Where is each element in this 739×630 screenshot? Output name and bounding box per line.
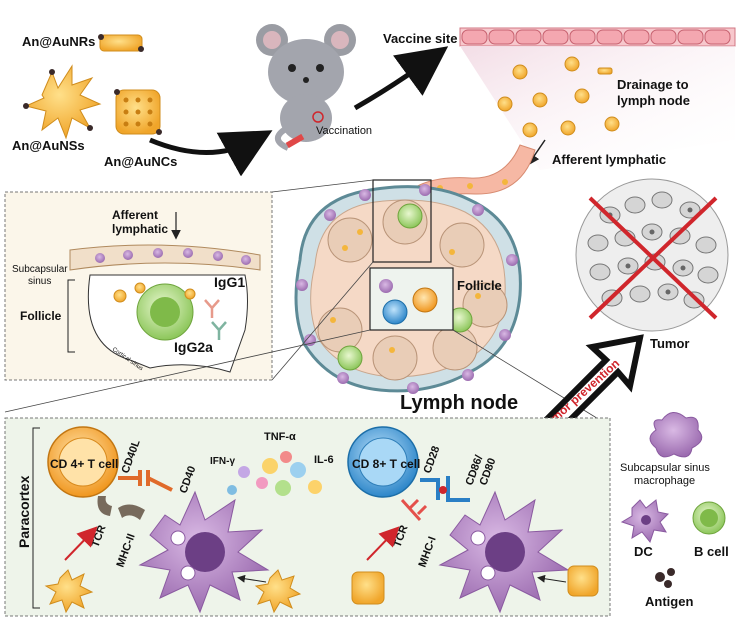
cd28-cd86-pair [420,476,470,502]
legend-bcell-label: B cell [694,544,729,559]
zoom-box-top [372,179,432,263]
antigen-particle-right [351,571,385,605]
vaccine-site-label: Vaccine site [383,31,457,46]
nanostar-label: An@AuNSs [12,138,85,153]
zoom-box-center [369,267,454,331]
subcapsular-label-line2: sinus [28,276,51,287]
igg2a-label: IgG2a [174,339,213,355]
cd40-cd40l-pair [118,470,173,492]
gold-nanorod-particle [98,34,144,52]
drainage-label-line1: Drainage to [617,77,689,92]
dendritic-cell-left [138,490,270,614]
vaccination-label: Vaccination [316,125,372,137]
drainage-label-line2: lymph node [617,93,690,108]
drainage-fade [460,46,735,170]
cd4-label: CD 4+ T cell [50,457,118,471]
vaccination-site-marker [312,111,324,123]
dendritic-cell-right [438,490,570,614]
lymph-follicle-label: Follicle [457,278,502,293]
subcapsular-sinus-band [69,244,261,271]
red-arrow-right [366,526,400,561]
cd8-label: CD 8+ T cell [352,457,420,471]
gold-nanocage-particle [114,89,162,135]
cytokine-bubbles [227,451,322,496]
il6-label: IL-6 [314,454,334,466]
nanocage-label: An@AuNCs [104,154,177,169]
subcapsular-label-line1: Subcapsular [12,264,68,275]
inset-antigen-particles [113,282,196,303]
uptake-arrow-right [537,574,567,583]
inset-afferent-line2: lymphatic [112,222,168,236]
inset-macrophages [95,248,251,265]
gold-nanostar-particle [23,64,102,140]
cd4-t-cell-nucleus [58,437,108,487]
legend-macrophage-line2: macrophage [634,475,695,487]
ifn-label: IFN-γ [210,456,235,467]
antigen-particle-left [44,569,94,614]
tnf-label: TNF-α [264,431,296,443]
uptake-arrow-left [237,574,267,583]
igg1-label: IgG1 [214,274,245,290]
tumor-red-x [588,196,718,320]
arrow-to-vaccine-site [353,46,449,111]
center-cd4-cell [412,287,438,313]
antibody-icons [204,299,227,340]
cd8-t-cell-nucleus [358,437,408,487]
legend-dc-icon [620,499,670,544]
arrow-to-mouse [149,130,273,177]
legend-macrophage-icon [649,412,703,458]
paracortex-bracket [32,427,40,609]
legend-bcell-icon [692,501,726,535]
inset-afferent-line1: Afferent [112,208,158,222]
center-dc [379,279,393,293]
afferent-lymphatic-label: Afferent lymphatic [552,152,666,167]
lymph-node-title: Lymph node [400,392,518,414]
mouse-illustration [256,24,356,151]
red-arrow-left [64,526,98,561]
vaccine-site-cell-layer [459,27,736,47]
inset-b-cell-nucleus [150,297,180,327]
drained-particles [497,56,620,138]
nanorod-label: An@AuNRs [22,34,95,49]
paracortex-label: Paracortex [16,475,32,548]
tcr-mhc2-pair [97,496,145,520]
legend-antigen-icon [655,568,675,588]
legend-dc-label: DC [634,544,653,559]
inset-bracket [67,279,75,353]
antigen-particle-left-2 [254,569,302,614]
antigen-particle-right-2 [567,565,599,597]
tumor-label: Tumor [650,336,689,351]
legend-macrophage-line1: Subcapsular sinus [620,462,710,474]
legend-antigen-label: Antigen [645,594,693,609]
inset-follicle-label: Follicle [20,309,62,323]
center-cd8-cell [382,299,408,325]
tcr-mhc1-pair [400,498,428,522]
